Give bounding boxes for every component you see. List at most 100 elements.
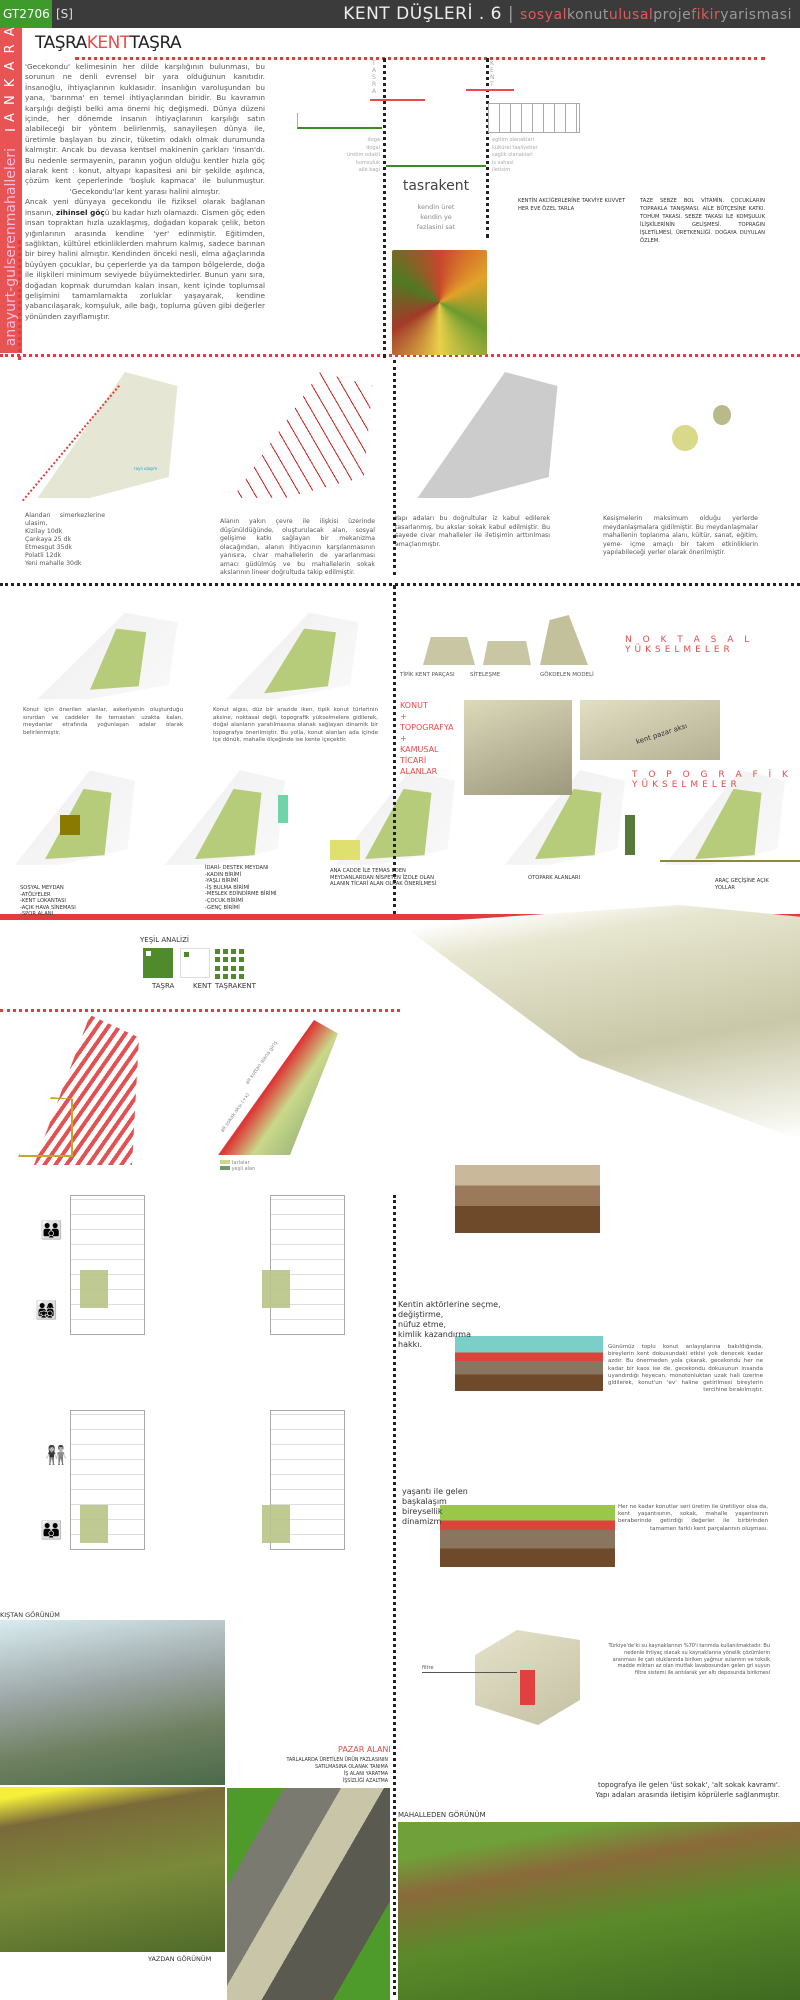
headline-line: Kentin aktörlerine seçme,	[398, 1300, 501, 1309]
model-typical	[423, 637, 475, 665]
transit-label: raylı ulaşım	[134, 466, 158, 471]
housing-caption: Konut algısı, düz bir arazide iken, tipi…	[213, 707, 378, 743]
green-cell	[215, 949, 220, 954]
divider	[393, 360, 396, 575]
kent-section-drawing	[488, 103, 580, 133]
zone-line: -GENÇ BİRİMİ	[205, 904, 240, 911]
water-tank	[520, 1670, 535, 1705]
subtitle-part: s	[520, 7, 528, 23]
motto-line: kendin üret	[417, 203, 455, 211]
caption-line: Polatli 12dk	[25, 552, 62, 559]
divider	[486, 58, 489, 238]
zone-line: İDARİ- DESTEK MEYDANI	[205, 865, 269, 871]
kent-green-box	[180, 948, 210, 978]
caption-line: Etmesgut 35dk	[25, 544, 73, 551]
legend-label: tarlalar	[231, 1160, 250, 1166]
zone-highlight	[60, 815, 80, 835]
caption-line: Çankaya 25 dk	[25, 536, 72, 543]
title-part: TAŞRA	[129, 33, 182, 53]
zone-line: ARAÇ GEÇİŞİNE AÇIK	[715, 878, 769, 884]
list-item: is sahasi	[492, 159, 514, 166]
market-title: PAZAR ALANI	[338, 1745, 391, 1754]
concept-note: TAZE SEBZE BOL VİTAMİN. ÇOCUKLARIN TOPRA…	[640, 198, 765, 244]
green-cell	[215, 973, 220, 979]
tasrakent-section-drawing	[386, 155, 486, 167]
green-roof-houses-render	[440, 1505, 615, 1567]
divider	[393, 1195, 396, 1995]
tasra-green-box	[143, 948, 173, 978]
green-cell	[239, 965, 244, 971]
project-label: anayurt-gulserenmahalleleri	[3, 148, 19, 347]
highlight-outline	[18, 1097, 73, 1157]
motto-line: fazlasini sat	[416, 223, 456, 231]
garden-room	[80, 1505, 108, 1543]
subtitle-part: yarismasi	[720, 7, 792, 23]
headline-line: başkalaşım	[402, 1497, 447, 1506]
model-label: SİTELEŞME	[470, 672, 501, 678]
tasra-vertical: T A S R A	[372, 60, 377, 95]
arrow-left-icon	[466, 89, 514, 91]
concept-name: tasrakent	[402, 178, 470, 194]
zone-line: -ÇOCUK BİRİMİ	[205, 897, 244, 904]
zone-caption: SOSYAL MEYDAN-ATÖLYELER-KENT LOKANTASI-A…	[20, 885, 76, 918]
subtitle-part: proje	[653, 7, 692, 23]
green-cell	[231, 965, 236, 971]
competition-name: KENT DÜŞLERİ . 6	[343, 4, 502, 24]
market-axis-render: kent pazar aksı	[580, 700, 720, 760]
note-line: topografya ile gelen 'üst sokak', 'alt s…	[597, 1781, 780, 1789]
floor-plan	[270, 1195, 345, 1335]
floor-plan	[70, 1195, 145, 1335]
list-item: saglik olanaklari	[492, 152, 533, 158]
site-3d-render	[400, 905, 800, 1140]
tasrakent-green-grid	[215, 949, 247, 979]
summer-view-render	[0, 1787, 225, 1952]
headline-line: bireysellik	[402, 1507, 443, 1516]
green-cell	[223, 957, 228, 963]
divider	[18, 240, 21, 360]
colored-houses-render	[455, 1336, 603, 1391]
topo-elevations-title: T O P O G R A F İ K YÜKSELMELER	[632, 770, 792, 790]
concept-note: KENTİN AKCİĞERLERİNE TAKVİYE KUVVET HER …	[518, 198, 626, 212]
stack-item: ALANLAR	[400, 767, 438, 776]
site-plan	[232, 372, 373, 498]
winter-view-title: KIŞTAN GÖRÜNÜM	[0, 1611, 60, 1619]
red-band	[0, 914, 800, 920]
caption-line: Yeni mahalle 30dk	[25, 560, 82, 567]
highlight: zihinsel göç	[56, 207, 105, 217]
green-cell	[223, 949, 228, 954]
zone-highlight	[660, 860, 800, 862]
green-label: KENT	[193, 982, 212, 990]
housing-model-render	[455, 1165, 600, 1233]
filter-label: filtre	[422, 1665, 434, 1671]
market-view-render	[227, 1788, 390, 2000]
section-plan	[218, 1020, 338, 1155]
green-analysis-title: YEŞİL ANALİZİ	[140, 936, 189, 944]
title-part: KENT	[86, 33, 130, 53]
list-item: kültürel faaliyetler	[492, 144, 538, 151]
city-label: A N K A R A	[3, 25, 18, 122]
family-icon: 👪	[40, 1520, 63, 1541]
family-icon: 👫	[45, 1445, 68, 1466]
zone-line: MEYDANLARDAN NİSPETEN İZOLE OLAN	[330, 874, 434, 881]
list-item: egitim olanaklari	[492, 137, 534, 143]
model-label: TİPİK KENT PARÇASI	[400, 672, 455, 678]
analysis-caption: Alanın yakın çevre ile ilişkisi üzerinde…	[220, 518, 375, 576]
headline-line: dinamizm	[402, 1517, 442, 1526]
divider	[75, 57, 765, 60]
list-item: komsuluk	[356, 159, 380, 166]
caption-line: Alandan simerkezlerine ulasim,	[25, 512, 105, 527]
axis-label: kent pazar aksı	[635, 721, 689, 747]
green-cell	[215, 965, 220, 971]
tasra-section-drawing	[297, 113, 382, 129]
headline-line: hakkı.	[398, 1340, 423, 1349]
zone-line: ANA CADDE İLE TEMAS EDEN	[330, 868, 406, 874]
green-label: TAŞRA	[152, 982, 175, 990]
summer-view-title: YAZDAN GÖRÜNÜM	[148, 1955, 212, 1963]
zone-line: -YAŞLI BİRİMİ	[205, 878, 239, 885]
green-cell	[231, 957, 236, 963]
zone-line: SOSYAL MEYDAN	[20, 885, 64, 891]
intro-paragraph: Ancak yeni dünyaya gecekondu ile fizikse…	[25, 197, 265, 322]
